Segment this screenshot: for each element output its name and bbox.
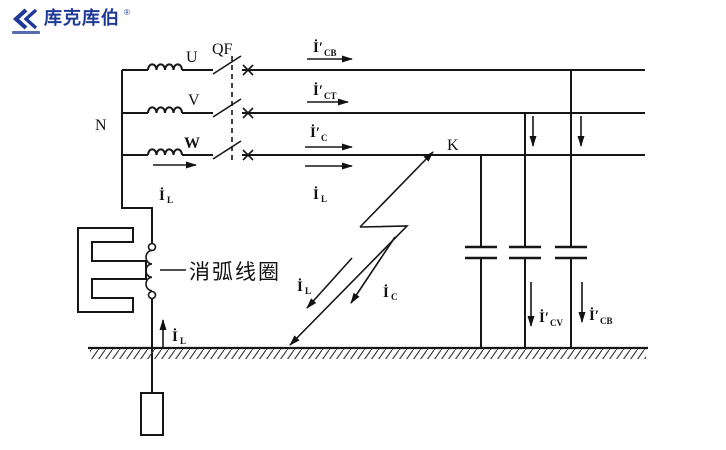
svg-text:CB: CB [600, 316, 613, 326]
phase-line-u [122, 55, 645, 76]
brand-logo: 库克库伯 ® [12, 8, 130, 34]
capacitor-v [509, 113, 541, 348]
coil-terminal-top [147, 242, 157, 252]
arrow-diag-inductive [306, 257, 353, 309]
current-label-cap-u: İ′ CB [589, 307, 613, 326]
capacitor-u [555, 70, 587, 348]
coil-terminal-bottom [147, 290, 157, 300]
brand-logo-icon [12, 8, 40, 34]
current-label-ground-coil: İ L [172, 328, 186, 346]
svg-text:İ: İ [297, 278, 303, 295]
phase-w-label: W [184, 135, 200, 152]
svg-text:C: C [321, 133, 328, 143]
ground-hatching [90, 349, 646, 359]
neutral-bus [121, 70, 153, 244]
phase-line-w [122, 140, 645, 161]
inductor-v [147, 106, 183, 114]
current-label-below-w: İ L [313, 186, 327, 204]
breaker-blade-u [212, 55, 242, 75]
svg-text:İ′: İ′ [589, 307, 599, 324]
neutral-label: N [95, 117, 107, 134]
capacitor-w [465, 155, 497, 348]
phase-u-label: U [186, 49, 198, 66]
svg-text:İ: İ [159, 187, 165, 204]
lightning-fault [289, 151, 434, 346]
svg-text:İ′: İ′ [310, 124, 320, 141]
x-mark-v [242, 107, 254, 119]
svg-text:CB: CB [324, 48, 337, 58]
current-label-diag-inductive: İ L [297, 278, 311, 296]
x-mark-u [242, 64, 254, 76]
svg-text:İ′: İ′ [313, 82, 323, 99]
svg-text:C: C [391, 292, 398, 302]
logo-tagline [12, 31, 40, 34]
breaker-blade-v [212, 98, 242, 118]
arrow-diag-capacitive [350, 236, 396, 304]
svg-text:CV: CV [550, 318, 563, 328]
svg-text:İ: İ [172, 328, 178, 345]
ground-line [88, 346, 648, 359]
svg-text:İ′: İ′ [539, 309, 549, 326]
svg-text:L: L [321, 194, 327, 204]
svg-text:İ′: İ′ [313, 39, 323, 56]
svg-text:CT: CT [324, 91, 337, 101]
current-label-top-v: İ′ CT [313, 82, 337, 101]
phase-v-label: V [188, 92, 200, 109]
breaker-label: QF [212, 41, 233, 58]
svg-text:L: L [167, 195, 173, 205]
current-label-cap-v: İ′ CV [539, 309, 563, 328]
svg-text:İ: İ [383, 284, 389, 301]
arc-suppression-coil: 消弧线圈 [77, 227, 281, 436]
brand-name: 库克库伯 [44, 8, 120, 28]
coil-core [77, 227, 147, 313]
inductor-w [147, 148, 183, 156]
coil-label: 消弧线圈 [189, 260, 281, 284]
double-chevron-icon [12, 8, 37, 30]
inductor-u [147, 63, 183, 71]
registered-mark: ® [124, 8, 130, 17]
grounding-resistor [140, 392, 164, 436]
phase-line-v [122, 98, 645, 119]
fault-point-label: K [447, 137, 459, 154]
coil-winding [145, 249, 153, 292]
svg-text:L: L [180, 336, 186, 346]
x-mark-w [242, 149, 254, 161]
current-label-top-u: İ′ CB [313, 39, 337, 58]
current-label-neutral-branch: İ L [159, 187, 173, 205]
current-label-top-w: İ′ C [310, 124, 328, 143]
svg-text:L: L [305, 286, 311, 296]
breaker-blade-w [212, 140, 242, 160]
svg-text:İ: İ [313, 186, 319, 203]
current-label-diag-capacitive: İ C [383, 284, 398, 302]
